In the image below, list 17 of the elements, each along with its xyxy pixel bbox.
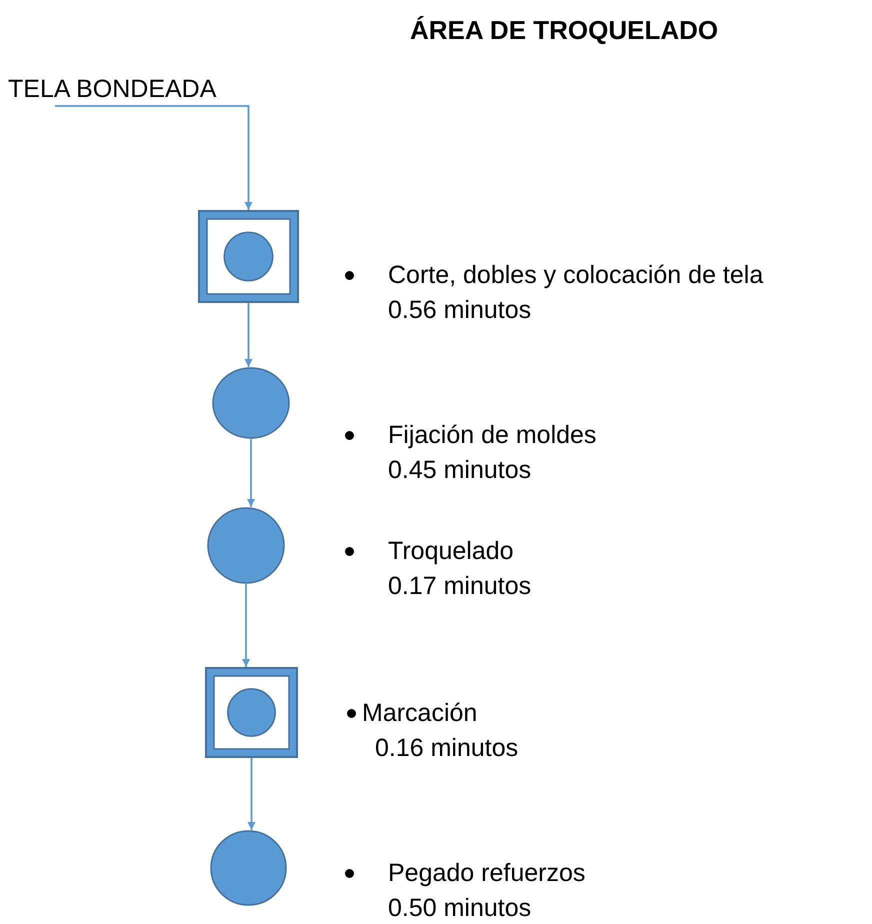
- step-name: Marcación: [362, 698, 478, 729]
- arrow: [55, 105, 252, 210]
- step-name: Fijación de moldes: [388, 420, 596, 451]
- arrow: [244, 303, 252, 367]
- step-name: Corte, dobles y colocación de tela: [388, 260, 764, 291]
- step-duration: 0.16 minutos: [375, 733, 518, 764]
- step-duration: 0.17 minutos: [388, 571, 532, 602]
- input-label: TELA BONDEADA: [8, 74, 218, 105]
- step-duration: 0.56 minutos: [388, 295, 532, 326]
- step-duration: 0.45 minutos: [388, 455, 532, 486]
- arrow: [242, 584, 250, 667]
- arrow: [248, 758, 256, 830]
- step-name: Troquelado: [388, 536, 514, 567]
- arrow: [247, 439, 255, 507]
- step-duration: 0.50 minutos: [388, 893, 532, 924]
- title: ÁREA DE TROQUELADO: [410, 14, 718, 47]
- step-name: Pegado refuerzos: [388, 858, 586, 889]
